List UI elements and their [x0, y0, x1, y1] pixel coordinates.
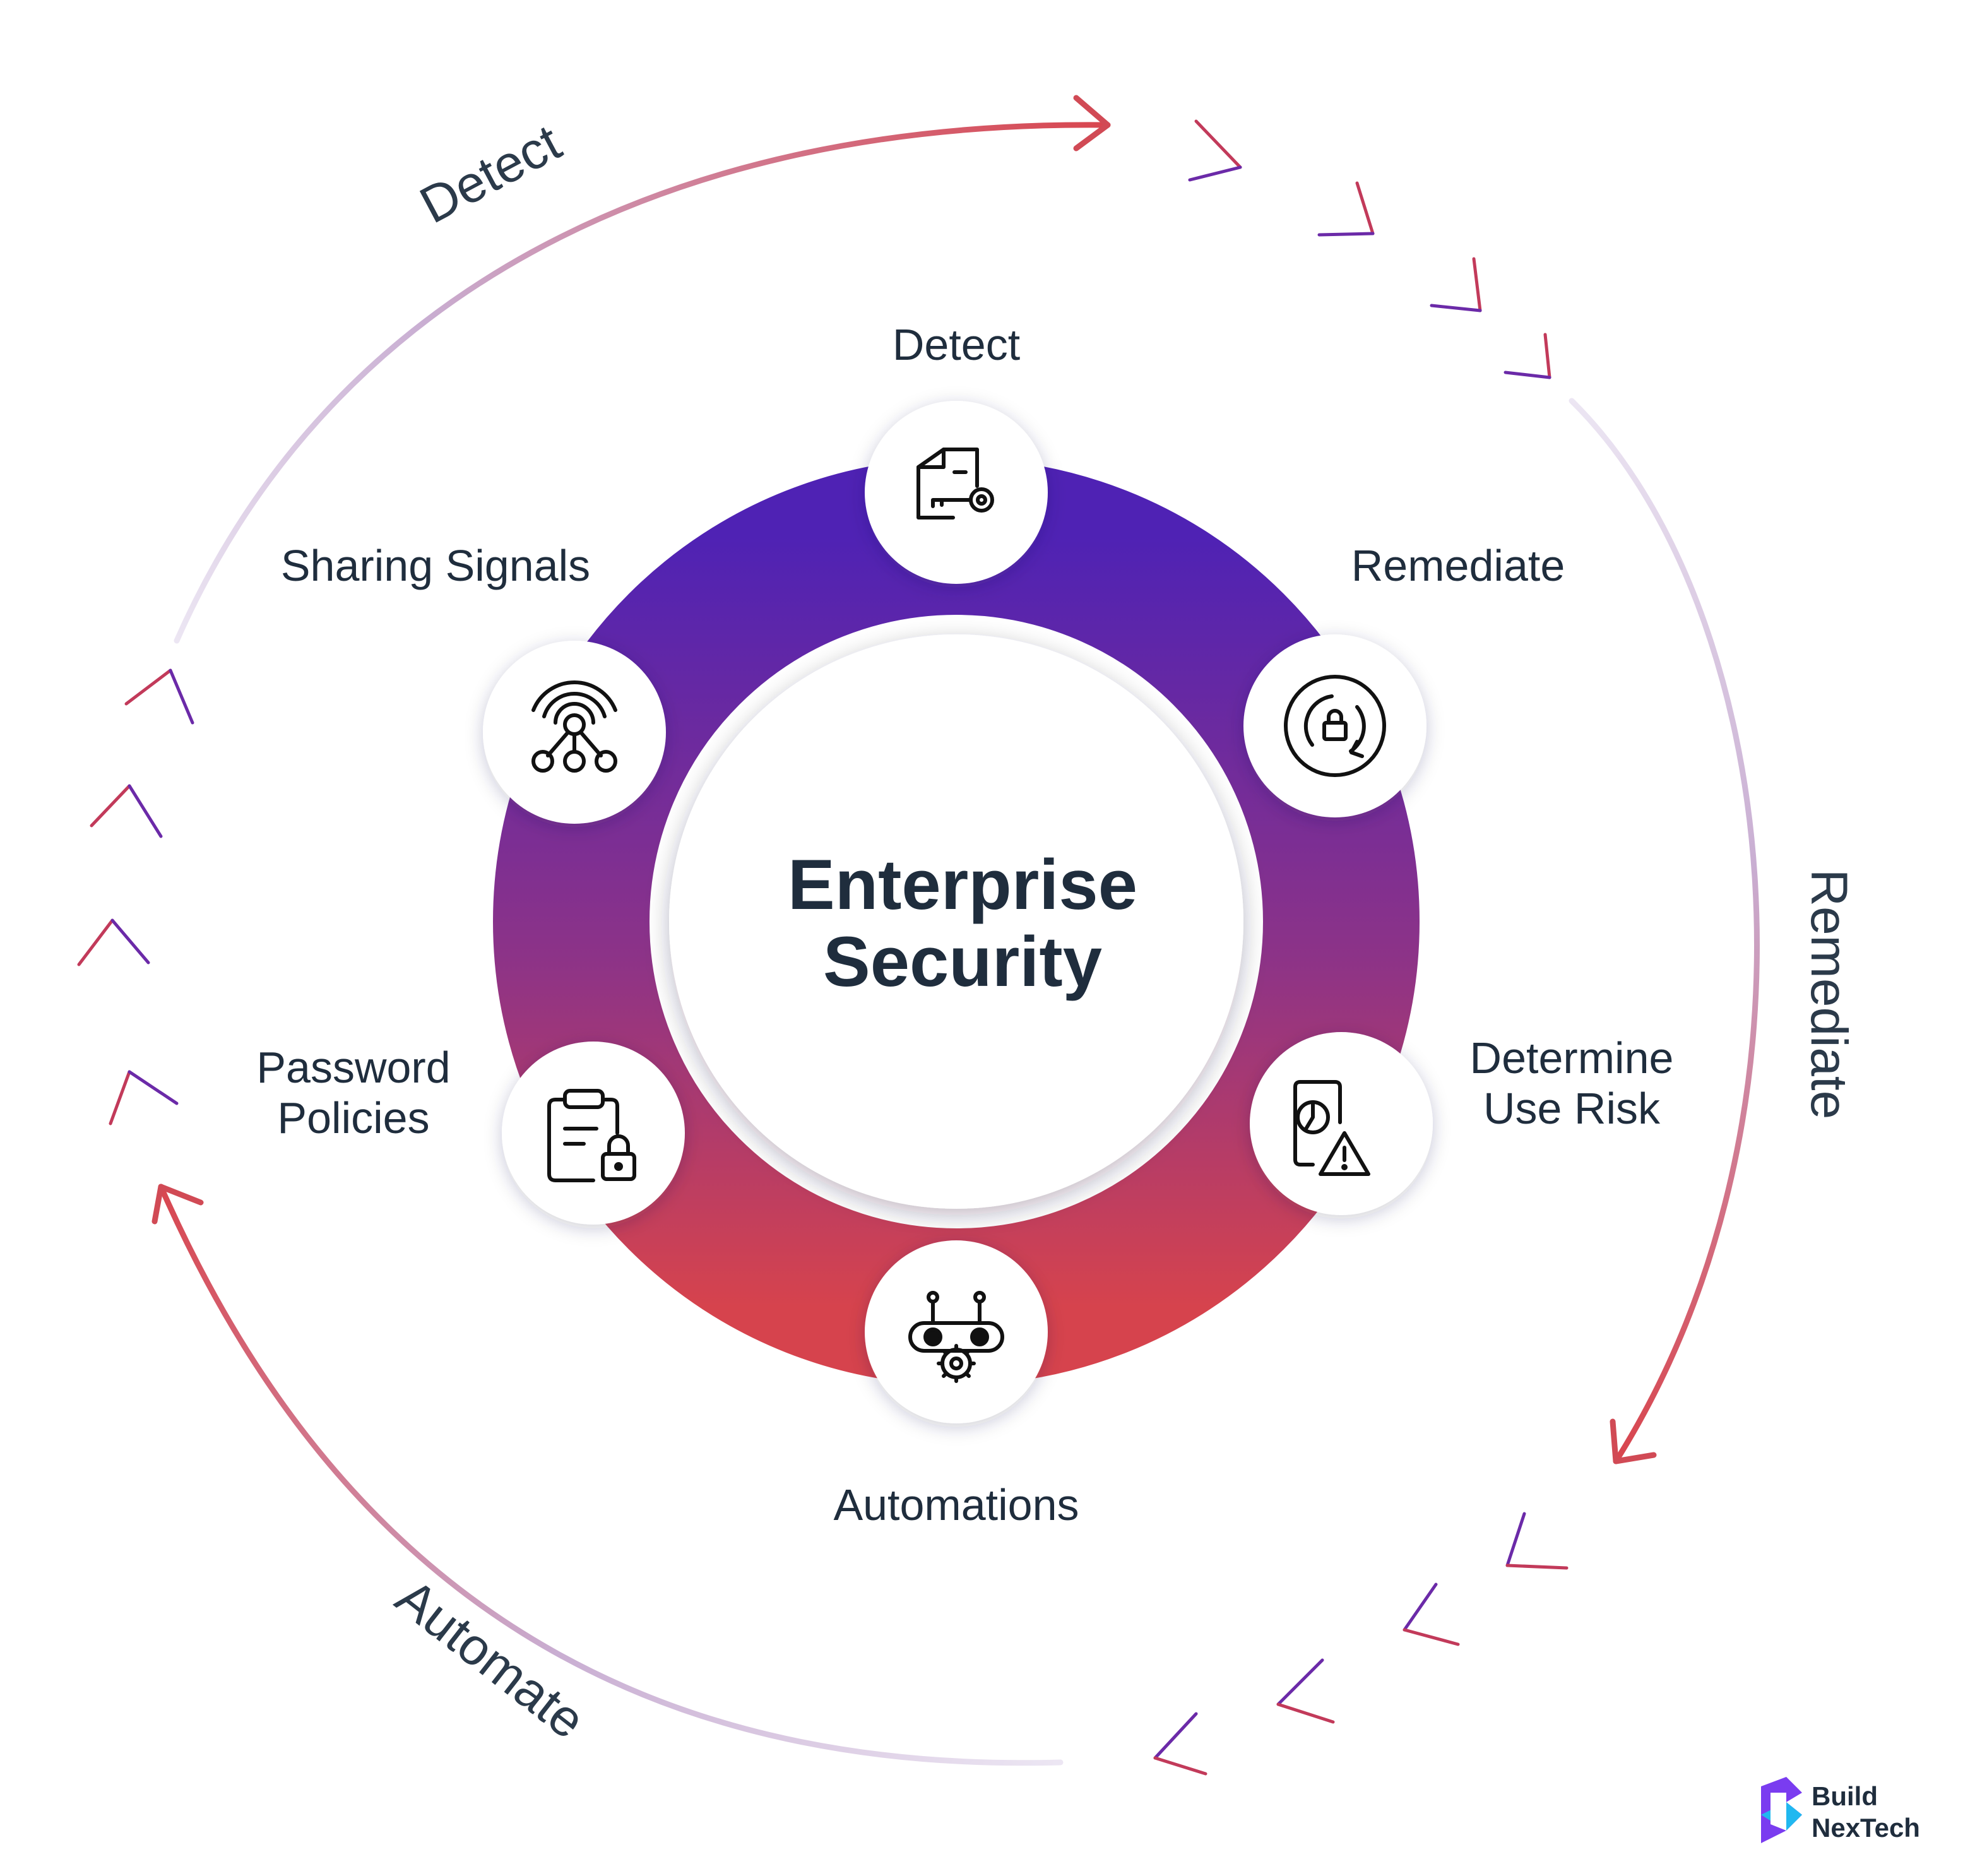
report-warning-icon [1293, 1080, 1370, 1176]
node-determine-use-risk[interactable]: Determine Use Risk [1250, 1032, 1673, 1215]
node-remediate[interactable]: Remediate [1243, 541, 1565, 817]
node-detect[interactable]: Detect [865, 320, 1048, 584]
robot-gear-icon [908, 1291, 1004, 1383]
node-label-password-line1: Password [256, 1043, 450, 1092]
node-sharing-signals[interactable]: Sharing Signals [281, 541, 666, 824]
cycle-arcs [151, 95, 1760, 1766]
node-label-determine-line2: Use Risk [1483, 1084, 1661, 1133]
node-label-sharing-signals: Sharing Signals [281, 541, 590, 590]
chevron-icon [1403, 1582, 1460, 1646]
remediate-arrowhead [1610, 1418, 1657, 1464]
center-disc: Enterprise Security [669, 634, 1243, 1209]
chevron-icon [124, 668, 194, 725]
cycle-label-remediate: Remediate [1800, 869, 1858, 1120]
build-nextech-logo-icon [1761, 1777, 1802, 1843]
lock-refresh-icon [1284, 675, 1386, 777]
detect-arrowhead [1073, 95, 1111, 151]
automate-arrowhead [151, 1184, 204, 1225]
chevron-trail-left [77, 668, 194, 1125]
chevron-trail-bottom-right [1153, 1512, 1569, 1776]
chevron-icon [90, 784, 163, 838]
automate-arc [158, 1184, 1064, 1766]
node-automations[interactable]: Automations [833, 1240, 1079, 1529]
node-password-policies[interactable]: Password Policies [256, 1042, 685, 1225]
chevron-icon [1317, 181, 1375, 237]
chevron-icon [1430, 257, 1482, 312]
brand-logo: Build NexTech [1761, 1777, 1920, 1843]
broadcast-network-icon [531, 680, 617, 773]
chevron-trail-top-right [1188, 119, 1551, 379]
chevron-icon [1504, 333, 1551, 379]
node-label-automations: Automations [833, 1480, 1079, 1529]
center-title-line1: Enterprise [788, 845, 1137, 924]
clipboard-lock-icon [547, 1089, 636, 1182]
detect-arc [174, 122, 1111, 644]
node-label-determine-line1: Determine [1470, 1033, 1674, 1083]
node-label-remediate: Remediate [1351, 541, 1565, 590]
chevron-icon [1505, 1512, 1569, 1570]
chevron-icon [109, 1070, 179, 1125]
center-title-line2: Security [823, 922, 1102, 1001]
brand-name-line2: NexTech [1812, 1813, 1920, 1843]
chevron-icon [1153, 1712, 1207, 1776]
chevron-icon [1276, 1658, 1335, 1724]
chevron-icon [1188, 119, 1242, 182]
cycle-label-detect: Detect [411, 114, 570, 235]
remediate-arc [1569, 398, 1760, 1464]
document-key-icon [916, 448, 994, 519]
brand-name-line1: Build [1812, 1781, 1878, 1811]
chevron-icon [77, 918, 150, 966]
node-label-password-line2: Policies [277, 1093, 429, 1143]
node-label-detect: Detect [893, 320, 1020, 369]
